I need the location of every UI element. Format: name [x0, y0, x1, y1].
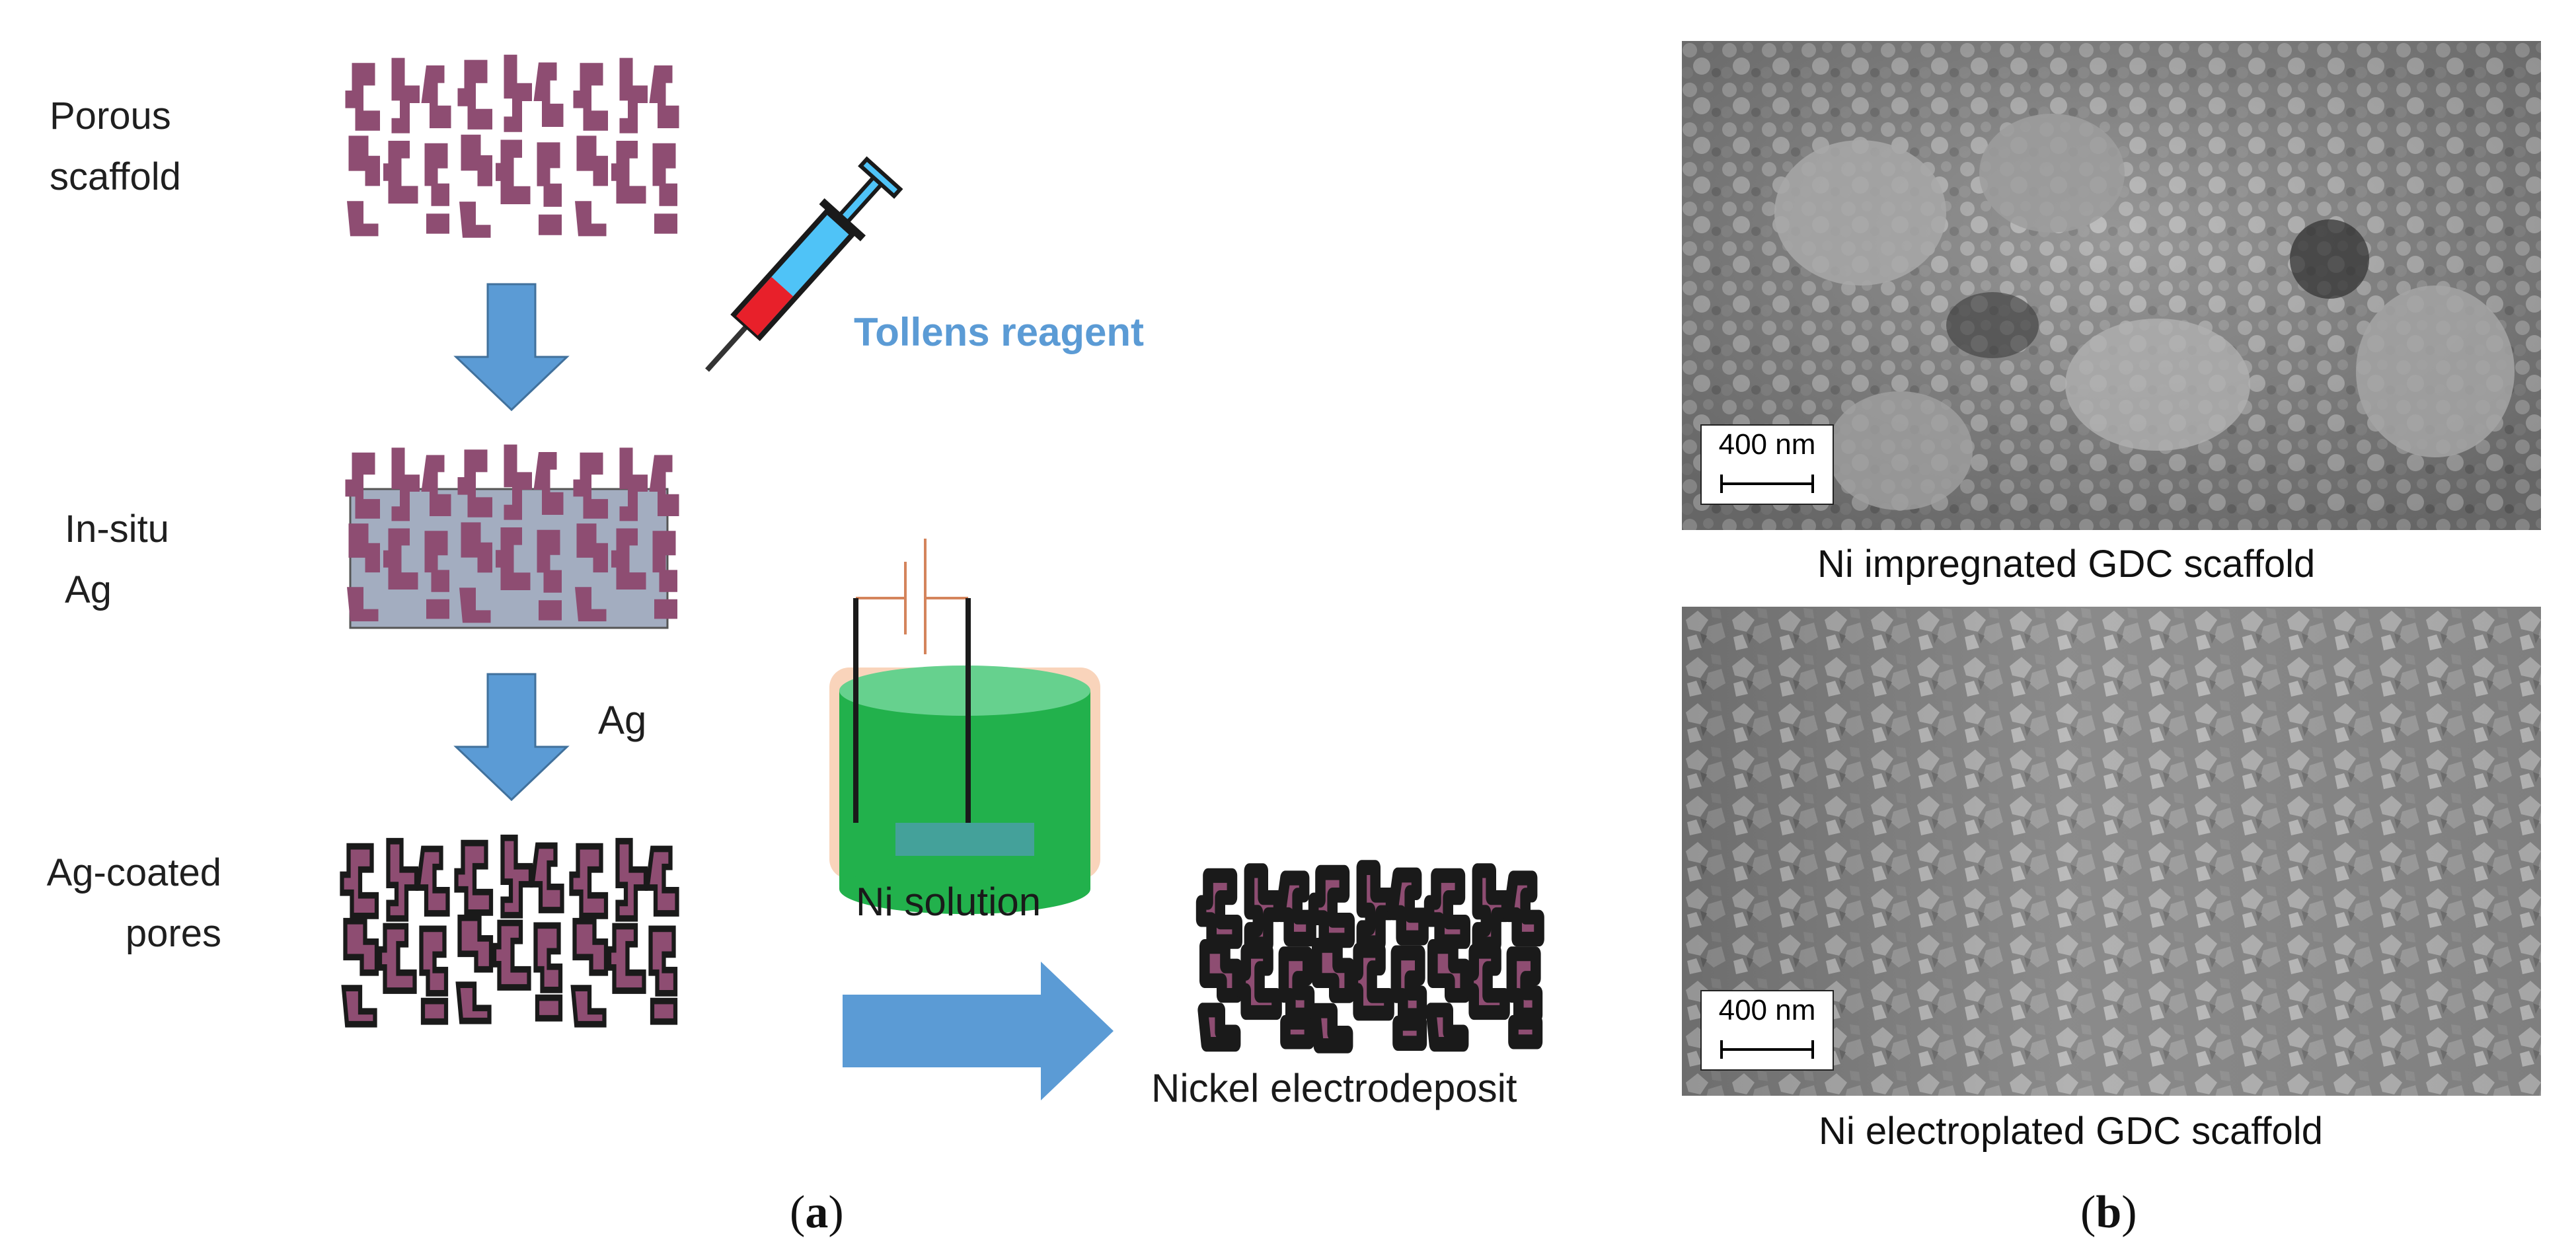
battery-icon — [856, 539, 968, 654]
sem-caption-electroplated: Ni electroplated GDC scaffold — [1819, 1110, 2323, 1153]
step-label-line: In-situ — [65, 508, 169, 551]
nickel-electrodeposit-scaffold — [1201, 868, 1539, 1046]
scale-bar-label: 400 nm — [1718, 428, 1816, 461]
scale-bar: 400 nm — [1700, 990, 1834, 1071]
panel-a-tag: (a) — [790, 1186, 844, 1239]
porous-scaffold — [345, 54, 679, 238]
ag-coated-scaffold — [342, 838, 677, 1024]
process-diagram — [0, 54, 1652, 1100]
tag-paren: ) — [2121, 1187, 2137, 1238]
tag-paren: ( — [790, 1187, 806, 1238]
in-situ-ag-scaffold — [345, 444, 679, 629]
tag-paren: ( — [2080, 1187, 2096, 1238]
step-label-line: pores — [125, 912, 221, 955]
syringe-icon — [705, 156, 903, 372]
nickel-electrodeposit-label: Nickel electrodeposit — [1151, 1066, 1517, 1110]
sem-image-electroplated: 400 nm — [1682, 607, 2541, 1096]
panel-b-tag: (b) — [2080, 1186, 2137, 1239]
step-label-in-situ-ag: In-situ Ag — [65, 499, 169, 621]
scale-bar-label: 400 nm — [1718, 994, 1816, 1026]
tag-paren: ) — [828, 1187, 844, 1238]
down-arrow-1 — [453, 283, 570, 412]
electroplating-cell — [829, 598, 1100, 914]
step-label-ag-coated-pores: Ag-coated pores — [13, 843, 221, 964]
step-label-line: Ag — [65, 568, 112, 611]
ni-solution-label: Ni solution — [856, 880, 1042, 924]
step-label-line: scaffold — [50, 155, 181, 198]
step-label-line: Porous — [50, 95, 171, 137]
tag-letter: a — [805, 1187, 829, 1238]
sem-caption-impregnated: Ni impregnated GDC scaffold — [1817, 543, 2316, 586]
right-arrow — [843, 962, 1114, 1100]
down-arrow-2 — [453, 673, 570, 802]
scale-bar: 400 nm — [1700, 424, 1834, 505]
sem-image-impregnated: 400 nm — [1682, 41, 2541, 530]
tag-letter: b — [2096, 1187, 2122, 1238]
tollens-reagent-label: Tollens reagent — [854, 310, 1144, 354]
ag-arrow-label: Ag — [598, 698, 647, 742]
step-label-porous-scaffold: Porous scaffold — [50, 86, 181, 208]
step-label-line: Ag-coated — [46, 851, 221, 894]
